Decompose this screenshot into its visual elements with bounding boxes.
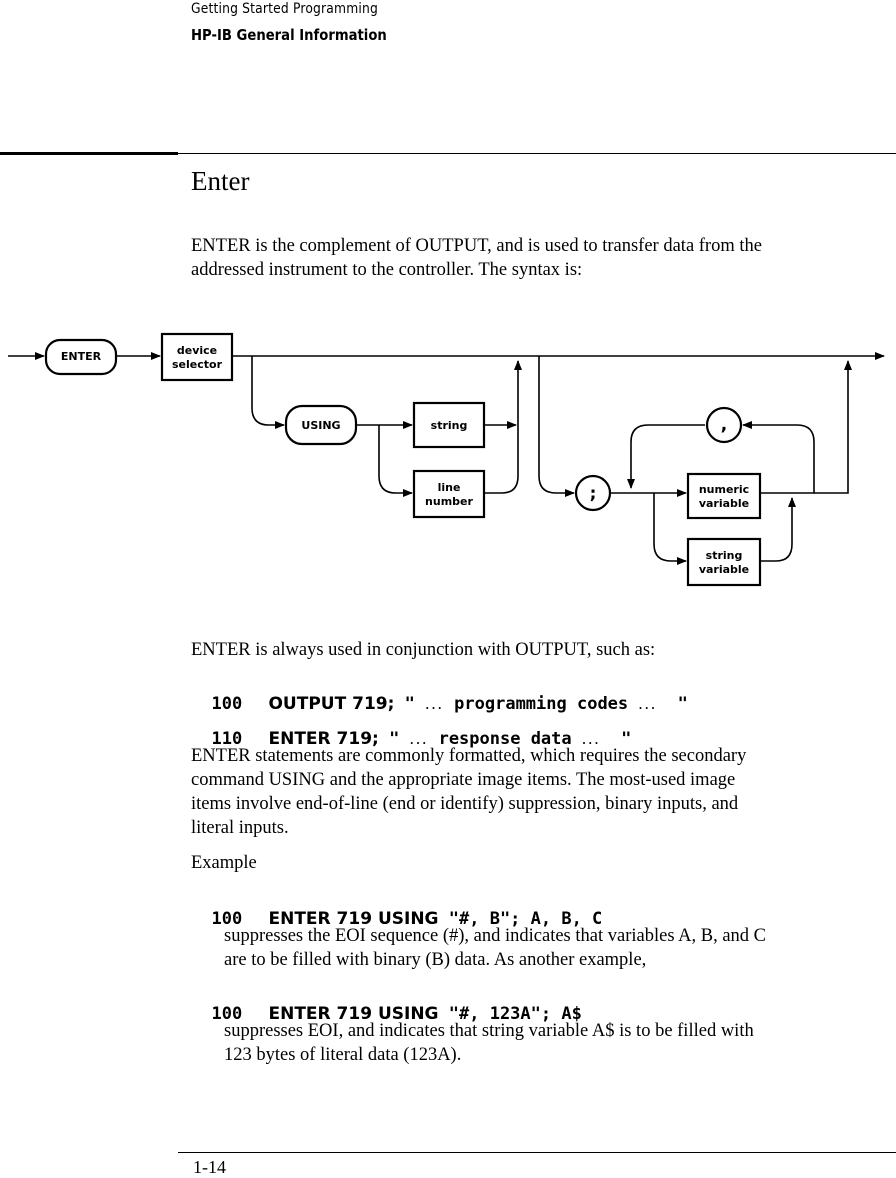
code-body: programming codes	[454, 694, 629, 714]
code-example-1: 100 ENTER 719 USING "#, B"; A, B, C	[191, 889, 602, 929]
using-keyword-label: USING	[301, 419, 340, 432]
string-variable-label-1: string	[706, 549, 743, 562]
code-keyword: OUTPUT 719;	[268, 694, 395, 714]
numeric-variable-node	[686, 472, 762, 520]
section-rule-thin	[178, 153, 896, 154]
code-ellipsis: ...	[581, 729, 601, 748]
code-line-number: 100	[211, 694, 243, 714]
string-node	[412, 401, 486, 449]
intro-line-2: addressed instrument to the controller. …	[191, 260, 583, 280]
code-body: response data	[438, 729, 572, 749]
code-rest: "#, 123A"; A$	[448, 1004, 582, 1024]
example-1-explanation: suppresses the EOI sequence (#), and ind…	[224, 924, 892, 972]
intro-paragraph: ENTER is the complement of OUTPUT, and i…	[191, 234, 891, 282]
code-quote-close: "	[677, 694, 688, 714]
formatted-line-4: literal inputs.	[191, 818, 289, 838]
line-number-node	[412, 469, 486, 519]
code-line-enter: 110 ENTER 719; " ... response data ... "	[191, 709, 631, 749]
code-example-2: 100 ENTER 719 USING "#, 123A"; A$	[191, 984, 582, 1024]
device-selector-label-2: selector	[172, 358, 223, 371]
page-number: 1-14	[193, 1157, 226, 1177]
code-keyword: ENTER 719 USING	[268, 1004, 439, 1024]
conjunction-text: ENTER is always used in conjunction with…	[191, 640, 656, 660]
semicolon-node	[574, 474, 612, 512]
code-line-output: 100 OUTPUT 719; " ... programming codes .…	[191, 674, 688, 714]
line-number-label-2: number	[425, 495, 473, 508]
string-variable-label-2: variable	[699, 563, 749, 576]
code-line-number: 110	[211, 729, 243, 749]
code-keyword: ENTER 719;	[268, 729, 379, 749]
explain-2-line-2: 123 bytes of literal data (123A).	[224, 1045, 462, 1065]
formatted-paragraph: ENTER statements are commonly formatted,…	[191, 744, 891, 840]
explain-1-line-2: are to be filled with binary (B) data. A…	[224, 950, 647, 970]
code-quote-open: "	[404, 694, 415, 714]
section-rule-thick	[0, 152, 178, 155]
code-quote-open: "	[389, 729, 400, 749]
explain-2-line-1: suppresses EOI, and indicates that strin…	[224, 1021, 754, 1041]
formatted-line-3: items involve end-of-line (end or identi…	[191, 794, 739, 814]
running-header-subsection: HP-IB General Information	[191, 26, 387, 44]
semicolon-label: ;	[590, 484, 597, 504]
explain-1-line-1: suppresses the EOI sequence (#), and ind…	[224, 926, 767, 946]
section-title: Enter	[191, 166, 250, 196]
using-keyword-node	[284, 404, 358, 446]
formatted-line-1: ENTER statements are commonly formatted,…	[191, 746, 747, 766]
code-ellipsis: ...	[425, 694, 444, 713]
code-quote-close: "	[621, 729, 632, 749]
intro-line-1: ENTER is the complement of OUTPUT, and i…	[191, 236, 762, 256]
device-selector-node	[160, 332, 234, 382]
example-2-explanation: suppresses EOI, and indicates that strin…	[224, 1019, 892, 1067]
enter-keyword-node	[44, 338, 118, 376]
enter-keyword-label: ENTER	[61, 350, 102, 363]
comma-label: ,	[721, 415, 727, 435]
numeric-variable-label-1: numeric	[699, 483, 749, 496]
comma-node	[705, 406, 743, 444]
code-rest: "#, B"; A, B, C	[448, 909, 603, 929]
code-line-number: 100	[211, 1004, 243, 1024]
numeric-variable-label-2: variable	[699, 497, 749, 510]
example-label: Example	[191, 853, 257, 873]
code-line-number: 100	[211, 909, 243, 929]
formatted-line-2: command USING and the appropriate image …	[191, 770, 736, 790]
line-number-label-1: line	[438, 481, 461, 494]
code-ellipsis: ...	[638, 694, 658, 713]
string-label: string	[431, 419, 468, 432]
code-ellipsis: ...	[409, 729, 429, 748]
footer-rule	[178, 1152, 896, 1153]
running-header-section: Getting Started Programming	[191, 1, 378, 17]
device-selector-label-1: device	[177, 344, 217, 357]
code-keyword: ENTER 719 USING	[268, 909, 439, 929]
string-variable-node	[686, 537, 762, 587]
syntax-diagram: ENTER device selector USING string line …	[8, 332, 885, 587]
